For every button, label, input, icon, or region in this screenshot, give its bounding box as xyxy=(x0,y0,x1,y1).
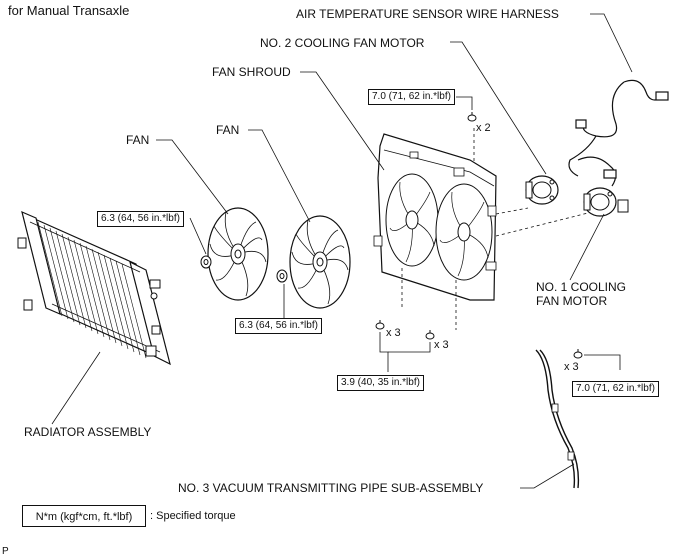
bolt-icon xyxy=(425,330,435,340)
fan-shroud-icon xyxy=(373,128,601,330)
label-radiator-assembly: RADIATOR ASSEMBLY xyxy=(24,425,152,439)
fan-icon xyxy=(289,215,351,309)
qty-pipe: x 3 xyxy=(564,361,579,373)
bolt-icon xyxy=(467,112,477,122)
fan-icon xyxy=(207,207,269,301)
torque-box-shroud-bolts: 3.9 (40, 35 in.*lbf) xyxy=(337,375,424,391)
vacuum-pipe-icon xyxy=(535,349,580,489)
nut-icon xyxy=(200,255,212,269)
caption: for Manual Transaxle xyxy=(8,3,130,18)
label-no1-cooling-fan-motor-line1: NO. 1 COOLING xyxy=(536,280,627,294)
label-vacuum-transmitting-pipe: NO. 3 VACUUM TRANSMITTING PIPE SUB-ASSEM… xyxy=(178,481,484,495)
label-no1-cooling-fan-motor-line2: FAN MOTOR xyxy=(536,294,608,308)
legend-description: : Specified torque xyxy=(150,510,236,522)
torque-box-pipe-bolts: 7.0 (71, 62 in.*lbf) xyxy=(572,381,659,397)
footer-code: P xyxy=(2,546,9,557)
label-fan-left: FAN xyxy=(126,133,150,147)
qty-shroud-left: x 3 xyxy=(386,327,401,339)
label-fan-shroud: FAN SHROUD xyxy=(212,65,291,79)
bolt-icon xyxy=(573,349,583,359)
legend-torque-box: N*m (kgf*cm, ft.*lbf) xyxy=(22,505,146,527)
label-fan-right: FAN xyxy=(216,123,240,137)
bolt-icon xyxy=(375,320,385,330)
fan-motor-icon xyxy=(583,187,629,217)
torque-box-fan-left: 6.3 (64, 56 in.*lbf) xyxy=(97,211,184,227)
qty-motor-top: x 2 xyxy=(476,122,491,134)
nut-icon xyxy=(276,269,288,283)
label-no2-cooling-fan-motor: NO. 2 COOLING FAN MOTOR xyxy=(260,36,425,50)
qty-shroud-right: x 3 xyxy=(434,339,449,351)
radiator-icon xyxy=(17,210,171,366)
label-air-temperature-sensor-wire-harness: AIR TEMPERATURE SENSOR WIRE HARNESS xyxy=(296,7,559,21)
torque-box-fan-right: 6.3 (64, 56 in.*lbf) xyxy=(235,318,322,334)
torque-box-motor-top: 7.0 (71, 62 in.*lbf) xyxy=(368,89,455,105)
fan-motor-icon xyxy=(525,175,559,205)
wire-harness-icon xyxy=(568,79,669,187)
